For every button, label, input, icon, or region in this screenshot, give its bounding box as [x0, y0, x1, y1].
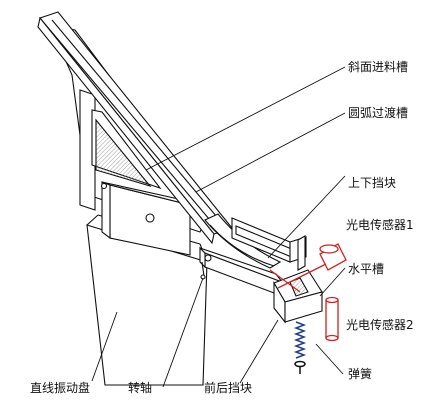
label-front-rear-stop: 前后挡块 [204, 381, 253, 395]
label-photo-sensor-1: 光电传感器1 [346, 218, 414, 232]
label-spring: 弹簧 [348, 367, 373, 381]
label-photo-sensor-2: 光电传感器2 [346, 318, 414, 332]
spring [293, 321, 307, 374]
label-linear-vibratory-feeder: 直线振动盘 [30, 381, 91, 395]
label-upper-lower-stop: 上下挡块 [348, 176, 397, 190]
photo-sensor-1 [269, 243, 347, 293]
label-horizontal-slot: 水平槽 [348, 262, 385, 276]
leader-lines [91, 66, 346, 388]
photo-sensor-2 [325, 296, 339, 342]
rotating-shaft [200, 261, 206, 280]
front-rear-stop [199, 246, 323, 324]
clamp-block [100, 181, 191, 256]
upper-lower-stop [231, 217, 307, 271]
label-rotating-shaft: 转轴 [128, 381, 153, 395]
label-arc-transition-chute: 圆弧过渡槽 [348, 106, 409, 120]
label-inclined-feed-chute: 斜面进料槽 [348, 60, 409, 74]
